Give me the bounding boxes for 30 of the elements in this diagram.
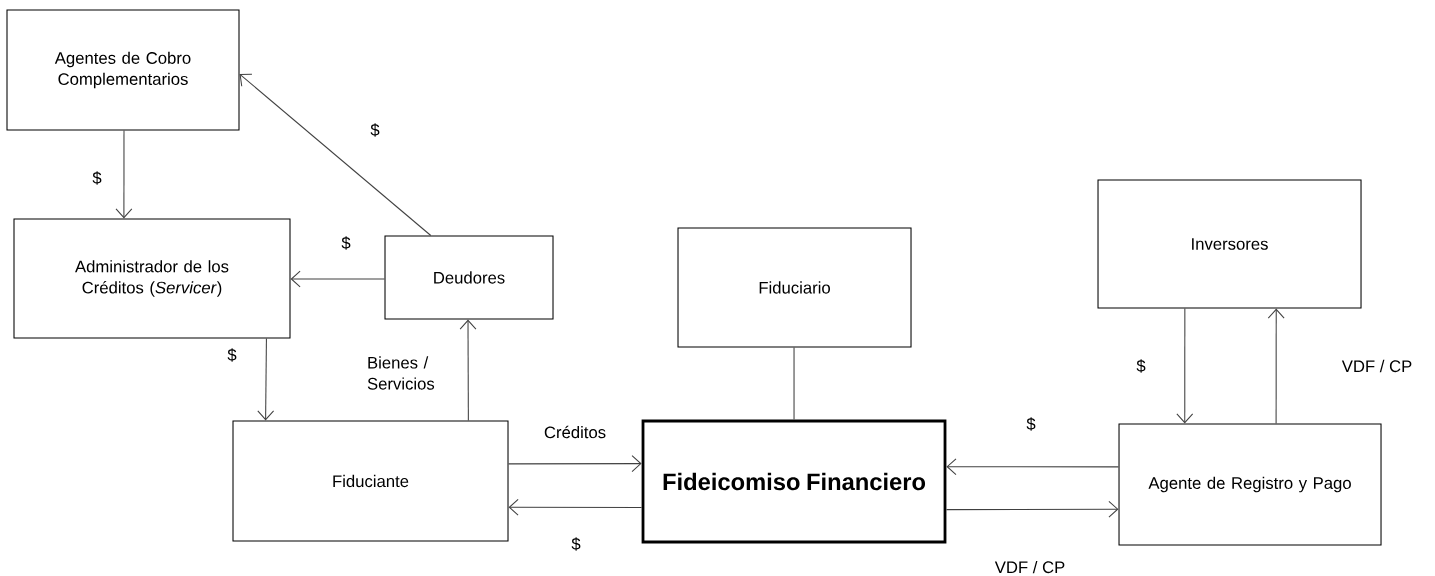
entity-box: Agentes de Cobro Complementarios	[6, 9, 240, 131]
arrow	[257, 338, 275, 421]
entity-box: Fideicomiso Financiero	[641, 419, 947, 544]
arrow	[239, 73, 432, 236]
arrow	[945, 500, 1119, 518]
edge-label: $	[571, 537, 581, 551]
arrow	[1267, 308, 1285, 424]
edge-label: VDF / CP	[994, 560, 1065, 574]
arrow	[290, 270, 385, 288]
entity-box: Deudores	[384, 235, 554, 320]
edge-label: $	[227, 348, 237, 362]
arrow	[508, 498, 643, 516]
arrow	[459, 319, 477, 421]
edge-label: $	[1026, 417, 1036, 431]
edge-label: $	[370, 123, 380, 137]
edge-label: $	[341, 236, 351, 250]
arrow	[1176, 308, 1194, 424]
edge-label: $	[92, 171, 102, 185]
arrow	[508, 455, 642, 473]
edge-label: VDF / CP	[1341, 359, 1412, 373]
entity-box: Fiduciante	[232, 420, 509, 542]
entity-box: Administrador de los Créditos (Servicer)	[13, 218, 291, 339]
edge-label: Créditos	[544, 425, 606, 439]
entity-box: Agente de Registro y Pago	[1118, 423, 1382, 546]
arrow	[115, 130, 133, 219]
entity-box: Fiduciario	[677, 227, 912, 348]
entity-box: Inversores	[1097, 179, 1362, 309]
arrow	[946, 458, 1119, 476]
edge-label: $	[1136, 359, 1146, 373]
edge-label: Bienes / Servicios	[367, 356, 435, 390]
